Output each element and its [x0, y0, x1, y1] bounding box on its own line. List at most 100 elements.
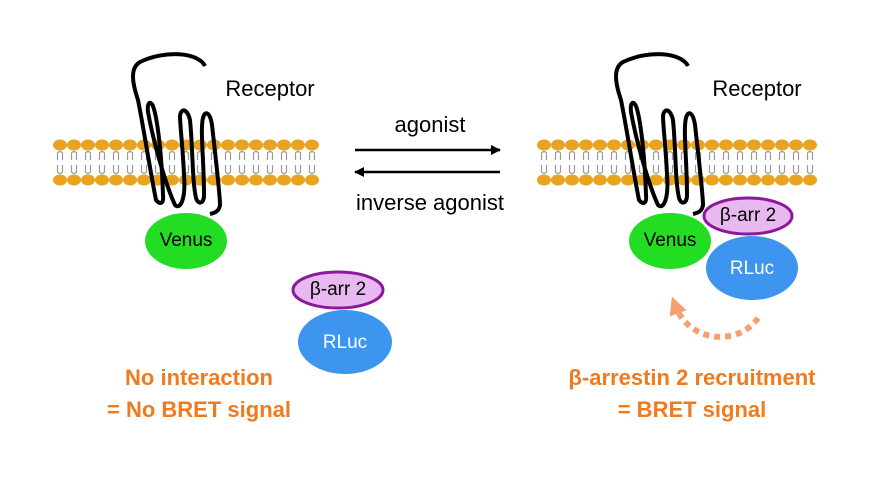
lipid-tail	[554, 165, 562, 175]
lipid-head	[607, 139, 621, 151]
lipid-tail	[224, 165, 232, 175]
lipid-tail	[126, 150, 134, 160]
lipid-tail	[554, 150, 562, 160]
lipid-head	[109, 174, 123, 186]
lipid-tail	[722, 165, 730, 175]
lipid-tail	[778, 165, 786, 175]
right-caption-line1: β-arrestin 2 recruitment	[568, 365, 816, 390]
lipid-head	[53, 174, 67, 186]
lipid-head	[537, 174, 551, 186]
lipid-tail	[252, 165, 260, 175]
lipid-tail	[280, 165, 288, 175]
lipid-head	[249, 139, 263, 151]
left-caption-line2: = No BRET signal	[107, 397, 291, 422]
lipid-head	[705, 174, 719, 186]
lipid-head	[165, 139, 179, 151]
lipid-tail	[84, 150, 92, 160]
venus-label-right: Venus	[643, 230, 697, 251]
lipid-tail	[168, 165, 176, 175]
lipid-head	[221, 174, 235, 186]
receptor-label-right: Receptor	[712, 76, 802, 101]
lipid-head	[649, 174, 663, 186]
energy-transfer-arrow	[669, 296, 761, 340]
lipid-tail	[750, 150, 758, 160]
lipid-head	[291, 139, 305, 151]
lipid-head	[565, 139, 579, 151]
lipid-tail	[168, 150, 176, 160]
lipid-head	[263, 174, 277, 186]
agonist-label: agonist	[394, 112, 466, 137]
lipid-tail	[98, 150, 106, 160]
lipid-tail	[70, 150, 78, 160]
lipid-tail	[126, 165, 134, 175]
inverse-agonist-label: inverse agonist	[356, 190, 504, 215]
lipid-head	[235, 174, 249, 186]
lipid-head	[249, 174, 263, 186]
lipid-tail	[568, 165, 576, 175]
lipid-head	[551, 139, 565, 151]
lipid-tail	[708, 165, 716, 175]
lipid-head	[579, 139, 593, 151]
lipid-head	[747, 174, 761, 186]
lipid-tail	[792, 150, 800, 160]
lipid-head	[537, 139, 551, 151]
venus-left	[145, 213, 227, 269]
lipid-head	[95, 139, 109, 151]
lipid-head	[705, 139, 719, 151]
lipid-head	[789, 139, 803, 151]
lipid-head	[221, 139, 235, 151]
lipid-tail	[764, 165, 772, 175]
lipid-tail	[596, 150, 604, 160]
lipid-head	[607, 174, 621, 186]
lipid-tail	[56, 165, 64, 175]
lipid-tail	[722, 150, 730, 160]
lipid-tail	[70, 165, 78, 175]
lipid-head	[193, 139, 207, 151]
lipid-head	[649, 139, 663, 151]
lipid-tail	[736, 150, 744, 160]
lipid-tail	[582, 150, 590, 160]
lipid-tail	[56, 150, 64, 160]
venus-label-left: Venus	[159, 230, 213, 251]
lipid-tail	[540, 150, 548, 160]
lipid-tail	[764, 150, 772, 160]
lipid-head	[305, 174, 319, 186]
rluc-label-left: RLuc	[322, 332, 368, 353]
lipid-head	[305, 139, 319, 151]
lipid-tail	[596, 165, 604, 175]
lipid-tail	[806, 165, 814, 175]
lipid-tail	[778, 150, 786, 160]
left-caption-line1: No interaction	[125, 365, 273, 390]
lipid-head	[593, 139, 607, 151]
lipid-tail	[624, 165, 632, 175]
lipid-head	[803, 174, 817, 186]
lipid-tail	[98, 165, 106, 175]
lipid-tail	[224, 150, 232, 160]
lipid-head	[761, 174, 775, 186]
lipid-head	[677, 174, 691, 186]
lipid-tail	[294, 150, 302, 160]
lipid-tail	[652, 165, 660, 175]
lipid-tail	[736, 165, 744, 175]
lipid-head	[81, 174, 95, 186]
lipid-tail	[238, 150, 246, 160]
lipid-tail	[294, 165, 302, 175]
lipid-head	[81, 139, 95, 151]
lipid-head	[95, 174, 109, 186]
right-caption-line2: = BRET signal	[617, 397, 767, 422]
lipid-head	[789, 174, 803, 186]
lipid-head	[733, 139, 747, 151]
lipid-head	[565, 174, 579, 186]
lipid-tail	[140, 165, 148, 175]
lipid-head	[137, 174, 151, 186]
lipid-tail	[652, 150, 660, 160]
lipid-head	[551, 174, 565, 186]
lipid-tail	[806, 150, 814, 160]
lipid-tail	[610, 165, 618, 175]
lipid-head	[109, 139, 123, 151]
lipid-head	[593, 174, 607, 186]
lipid-tail	[666, 150, 674, 160]
lipid-head	[277, 139, 291, 151]
lipid-tail	[252, 150, 260, 160]
